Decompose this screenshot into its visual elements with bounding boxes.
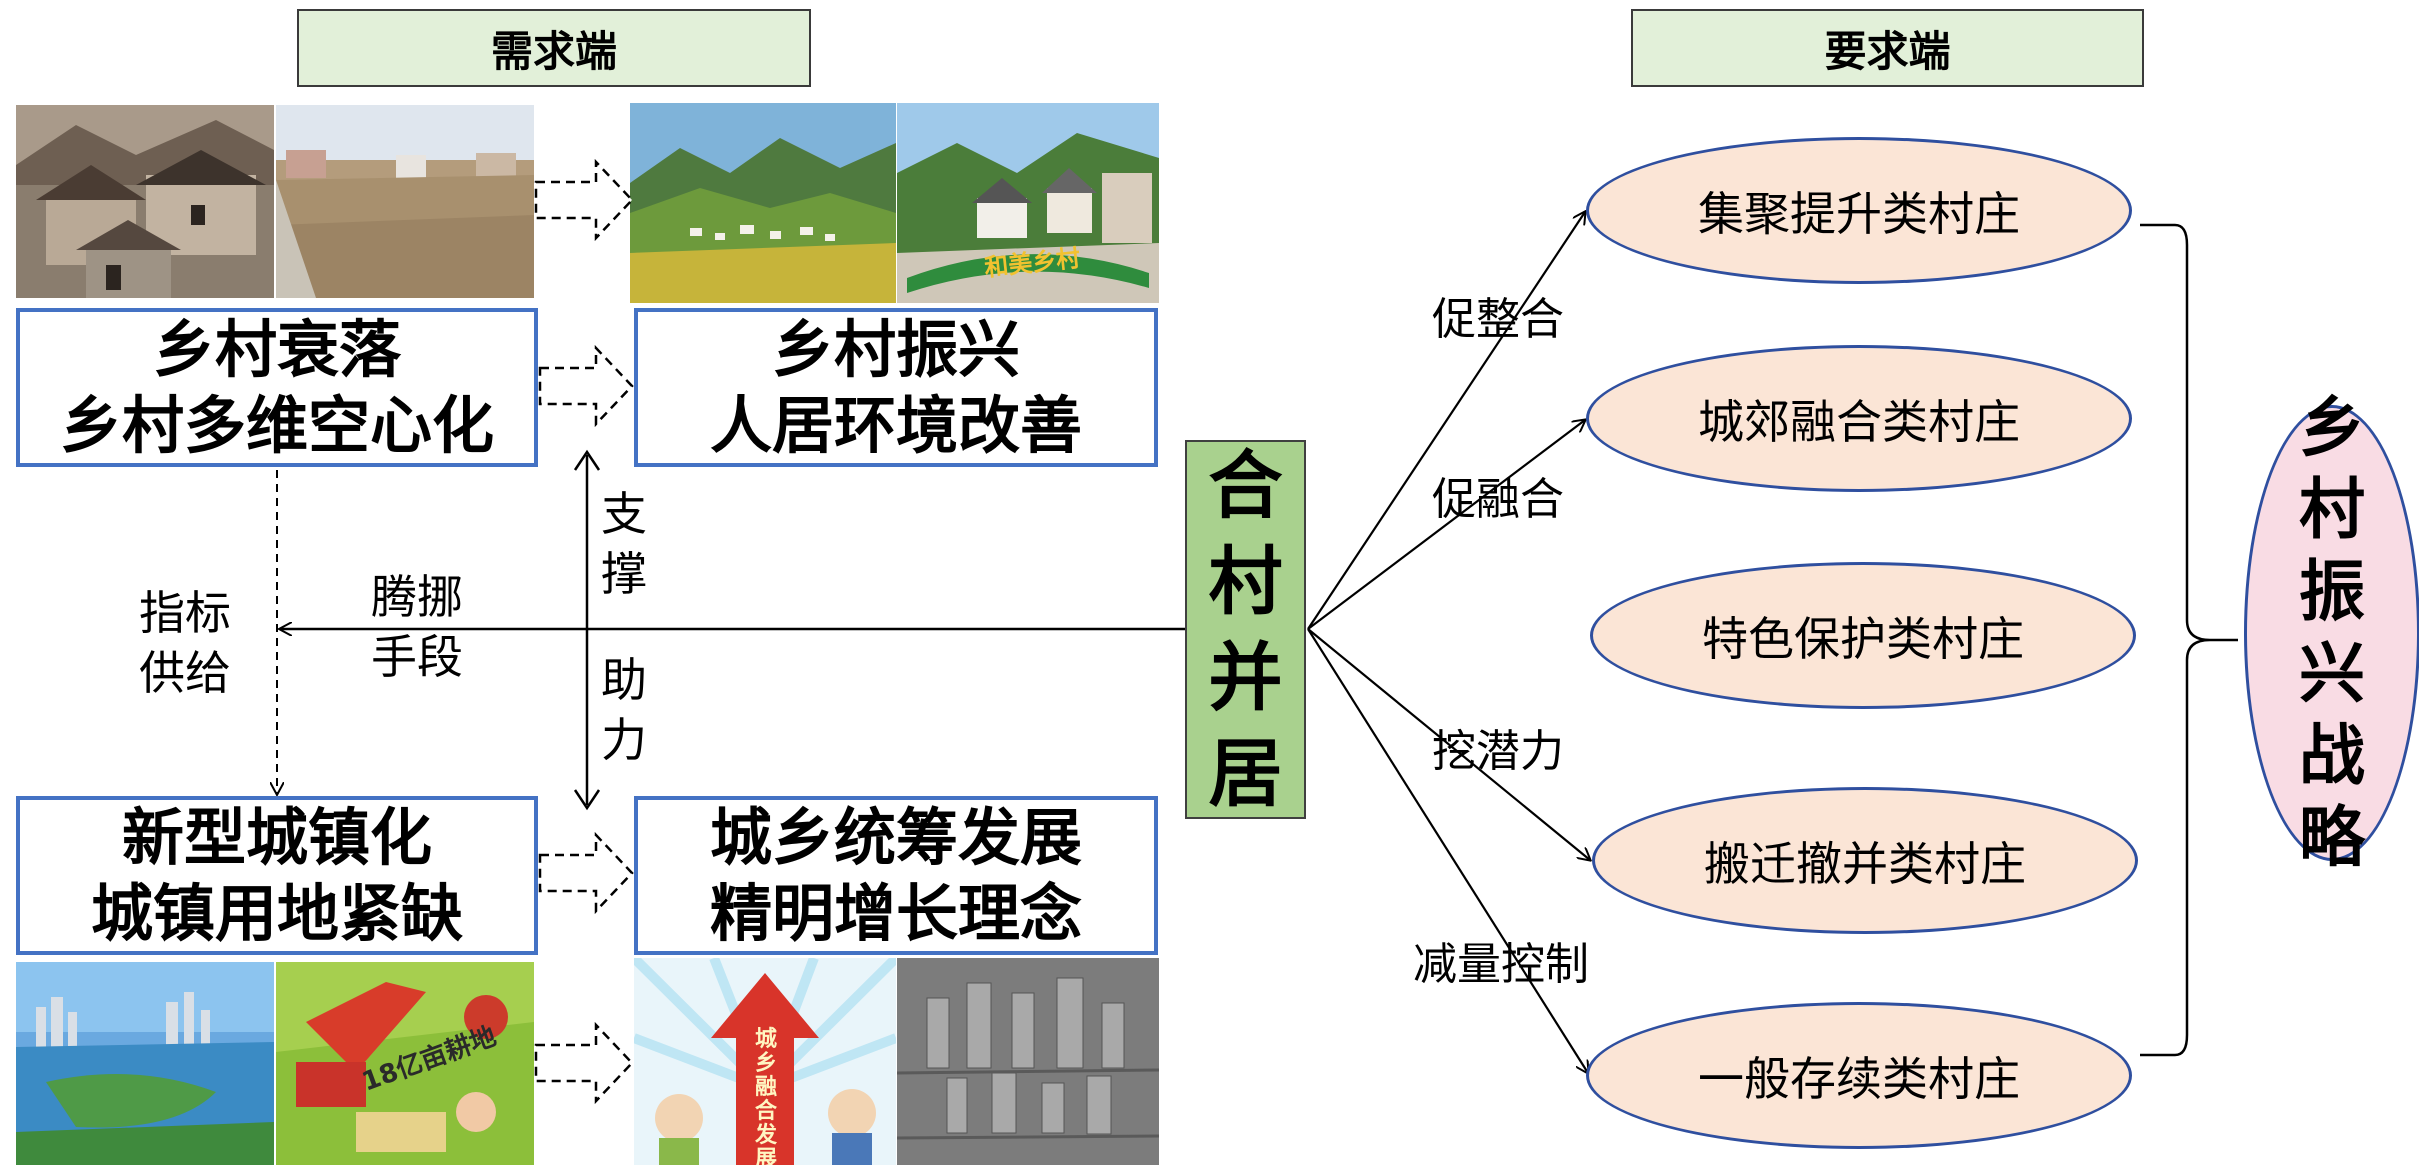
branch-label-merge: 促融合	[1432, 474, 1564, 525]
strategy-char-5: 战	[2299, 717, 2365, 794]
rural-revitalization-strategy-oval: 乡 村 振 兴 战 略	[2244, 389, 2419, 876]
assist-char2: 力	[601, 713, 647, 767]
village-type-general: 一般存续类村庄	[1586, 1002, 2132, 1149]
branch-label-reduction: 减量控制	[1413, 939, 1589, 990]
support-char1: 支	[601, 487, 647, 541]
urbanization-line2: 城镇用地紧缺	[90, 876, 463, 950]
integration-line1: 城乡统筹发展	[709, 800, 1082, 874]
dashed-arrows	[534, 158, 634, 1105]
rural-revival-line2: 人居环境改善	[709, 388, 1082, 462]
urban-rural-arrow-photo: 城乡融合发展	[634, 958, 896, 1165]
strategy-char-4: 兴	[2299, 635, 2365, 712]
assist-char1: 助	[601, 653, 647, 707]
urbanization-box: 新型城镇化 城镇用地紧缺	[16, 796, 538, 955]
relocate-means-label: 腾挪 手段	[362, 567, 472, 687]
restored-village-photo: 和美乡村	[897, 103, 1159, 303]
city-lake-photo	[16, 962, 274, 1165]
center-char-4: 居	[1208, 730, 1283, 817]
dashed-arrow-top-boxes	[538, 344, 634, 428]
city-model-photo	[897, 958, 1159, 1165]
center-char-1: 合	[1208, 442, 1283, 529]
right-brace	[2140, 223, 2211, 1057]
demand-side-header: 需求端	[297, 9, 811, 87]
dashed-arrow-bottom-boxes	[538, 831, 634, 915]
branch-label-integrate: 促整合	[1432, 294, 1564, 345]
village-type-suburban: 城郊融合类村庄	[1586, 345, 2132, 492]
strategy-char-2: 村	[2299, 471, 2365, 548]
rural-revival-line1: 乡村振兴	[771, 312, 1020, 386]
center-char-2: 村	[1208, 538, 1283, 625]
ruined-village-photo	[16, 105, 274, 298]
branch-label-potential: 挖潜力	[1432, 726, 1564, 777]
relocate-means-line2: 手段	[371, 630, 463, 684]
integration-line2: 精明增长理念	[709, 876, 1082, 950]
wasteland-photo	[276, 105, 534, 298]
rural-revival-box: 乡村振兴 人居环境改善	[634, 308, 1158, 467]
index-supply-line2: 供给	[139, 646, 231, 700]
assist-label: 助 力	[594, 650, 654, 770]
strategy-char-1: 乡	[2299, 389, 2365, 466]
village-type-relocation: 搬迁撤并类村庄	[1592, 787, 2138, 934]
branch-relocation	[1307, 628, 1590, 860]
requirement-side-header: 要求端	[1631, 9, 2144, 87]
relocate-means-line1: 腾挪	[371, 570, 463, 624]
branch-suburban	[1307, 420, 1585, 630]
strategy-char-3: 振	[2299, 553, 2365, 630]
mountain-village-photo	[630, 103, 896, 303]
branch-cluster	[1307, 212, 1585, 630]
strategy-char-6: 略	[2299, 799, 2365, 876]
dashed-arrow-top-photos	[534, 158, 634, 242]
index-supply-label: 指标 供给	[130, 583, 240, 703]
rural-decline-box: 乡村衰落 乡村多维空心化	[16, 308, 538, 467]
urban-rural-arrow-text: 城乡融合发展	[754, 1027, 777, 1165]
branch-general	[1307, 628, 1588, 1073]
excavator-farmland-photo: 18亿亩耕地	[276, 962, 534, 1165]
village-merger-box: 合 村 并 居	[1185, 440, 1306, 819]
support-label: 支 撑	[594, 484, 654, 604]
index-supply-line1: 指标	[139, 586, 231, 640]
dashed-arrow-bottom-photos	[534, 1021, 634, 1105]
village-type-protected: 特色保护类村庄	[1590, 562, 2136, 709]
rural-decline-line1: 乡村衰落	[152, 312, 401, 386]
urbanization-line1: 新型城镇化	[121, 800, 432, 874]
center-char-3: 并	[1208, 634, 1283, 721]
village-type-cluster-upgrade: 集聚提升类村庄	[1586, 137, 2132, 284]
support-char2: 撑	[601, 547, 647, 601]
rural-decline-line2: 乡村多维空心化	[59, 388, 494, 462]
urban-rural-integration-box: 城乡统筹发展 精明增长理念	[634, 796, 1158, 955]
